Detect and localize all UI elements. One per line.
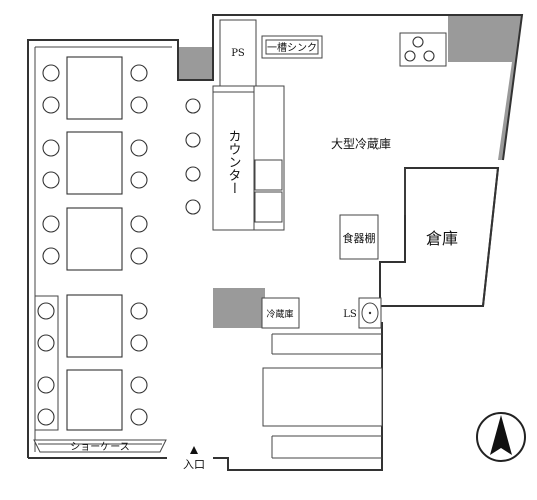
counter-stools bbox=[185, 98, 201, 215]
showcase-label: ショーケース bbox=[70, 441, 130, 453]
gas-stove bbox=[399, 32, 447, 67]
lower-counters bbox=[262, 333, 383, 459]
counter-sink-top bbox=[254, 159, 283, 191]
gas-burner-icon bbox=[404, 36, 435, 62]
table-4 bbox=[66, 294, 123, 358]
up-triangle-icon bbox=[190, 446, 198, 454]
ps-shaft bbox=[219, 19, 257, 87]
dining-chairs bbox=[37, 64, 148, 426]
dish-shelf-label: 食器棚 bbox=[343, 231, 376, 245]
entrance-label: 入口 bbox=[183, 458, 205, 471]
wall-block-center bbox=[213, 288, 265, 328]
north-arrow-icon bbox=[476, 412, 526, 462]
table-1 bbox=[66, 56, 123, 120]
ls-label: LS bbox=[343, 309, 357, 320]
counter-label: カウンター bbox=[226, 130, 241, 195]
wall-bench bbox=[35, 295, 59, 431]
showcase bbox=[33, 439, 167, 453]
counter bbox=[212, 91, 255, 231]
column-below-ps bbox=[212, 85, 257, 93]
table-3 bbox=[66, 207, 123, 271]
wall-block-right bbox=[448, 15, 522, 160]
table-2 bbox=[66, 131, 123, 195]
storage-label: 倉庫 bbox=[426, 229, 458, 248]
counter-sink-bottom bbox=[254, 191, 283, 223]
dining-tables bbox=[66, 56, 123, 431]
fridge-large-label: 大型冷蔵庫 bbox=[331, 137, 391, 151]
small-fridge bbox=[261, 297, 300, 329]
sink-label: 一槽シンク bbox=[267, 41, 317, 54]
wall-block-top-left bbox=[178, 47, 213, 80]
fridge-small-label: 冷蔵庫 bbox=[266, 308, 293, 320]
dish-shelf bbox=[339, 214, 379, 260]
sink-unit bbox=[261, 35, 323, 59]
ps-label: PS bbox=[231, 48, 245, 59]
table-5 bbox=[66, 369, 123, 431]
